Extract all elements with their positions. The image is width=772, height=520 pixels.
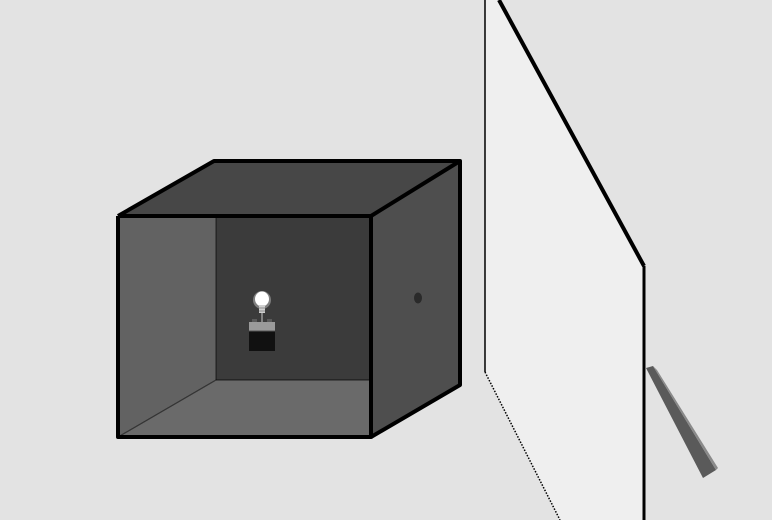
screen-stand-highlight — [653, 366, 718, 470]
box-outline-front — [116, 216, 373, 439]
screen-edge-bottom — [484, 371, 561, 520]
light-bulb-icon — [253, 291, 271, 322]
light-bulb-glass — [255, 291, 269, 307]
battery-body — [249, 331, 275, 351]
screen-stand — [646, 366, 718, 478]
box-back-wall — [216, 216, 371, 380]
battery-terminal — [252, 319, 257, 322]
screen-face — [485, 0, 644, 520]
screen-stand-leg — [646, 366, 716, 478]
box-inner-edge — [117, 379, 217, 438]
battery-terminal — [267, 319, 272, 322]
box — [116, 159, 462, 439]
pinhole-icon — [414, 292, 422, 304]
battery-icon — [249, 319, 275, 351]
box-outline-right — [369, 161, 462, 439]
light-bulb-neck — [259, 305, 265, 313]
box-floor — [118, 380, 371, 437]
box-left-inner-wall — [118, 216, 216, 437]
battery-cap — [249, 322, 275, 331]
screen — [484, 0, 646, 520]
box-top-face — [118, 161, 460, 216]
screen-edge-top — [497, 0, 646, 267]
